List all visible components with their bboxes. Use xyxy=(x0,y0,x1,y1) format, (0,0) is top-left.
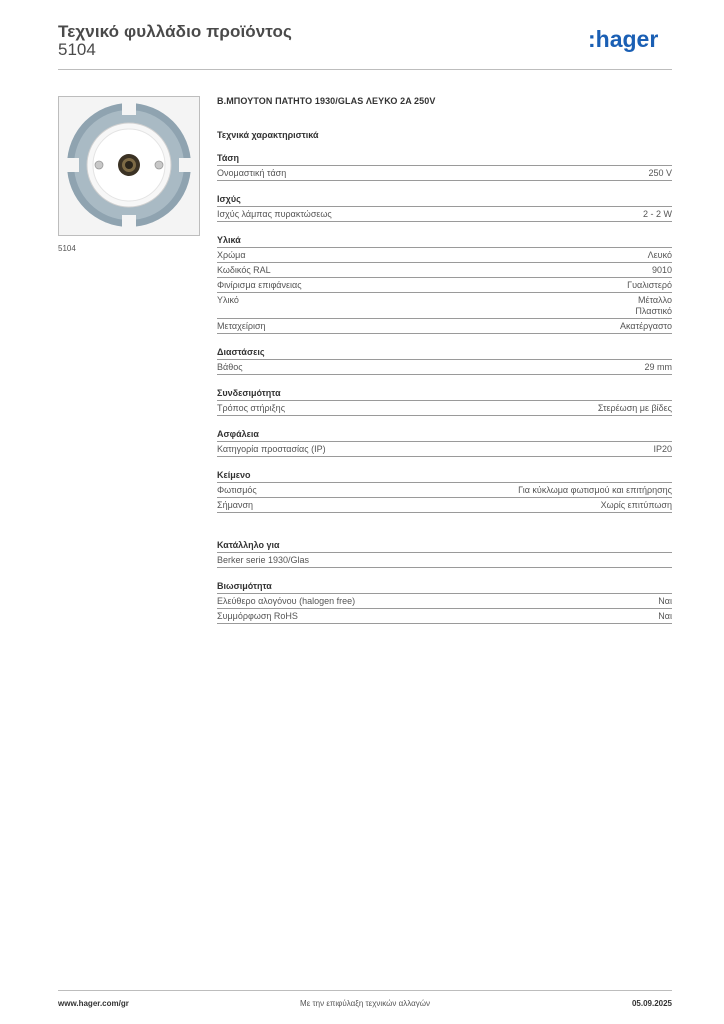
spec-value: Λευκό xyxy=(648,250,672,261)
spec-label: Κωδικός RAL xyxy=(217,265,271,275)
group-title: Συνδεσιμότητα xyxy=(217,388,672,401)
section-title: Τεχνικά χαρακτηριστικά xyxy=(217,130,319,140)
spec-row: Κατηγορία προστασίας (IP) IP20 xyxy=(217,442,672,457)
spec-label: Ελεύθερο αλογόνου (halogen free) xyxy=(217,596,356,606)
group-title: Διαστάσεις xyxy=(217,347,672,360)
spec-value: 250 V xyxy=(648,168,672,179)
spec-value: Χωρίς επιτύπωση xyxy=(601,500,672,511)
spec-value-line: Ακατέργαστο xyxy=(620,321,672,331)
suitable-group: Κατάλληλο για Berker serie 1930/Glas xyxy=(217,540,672,568)
spec-value-line: 2 - 2 W xyxy=(642,209,672,219)
group-title: Ασφάλεια xyxy=(217,429,672,442)
spec-label: Ισχύς λάμπας πυρακτώσεως xyxy=(217,209,332,219)
spec-label: Συμμόρφωση RoHS xyxy=(217,611,298,621)
spec-value: IP20 xyxy=(653,444,672,455)
spec-label: Berker serie 1930/Glas xyxy=(217,555,310,565)
footer-date: 05.09.2025 xyxy=(631,999,672,1008)
spec-value-line: 9010 xyxy=(651,265,672,275)
spec-value-line: Λευκό xyxy=(647,250,672,260)
spec-label: Ονομαστική τάση xyxy=(217,168,287,178)
spec-label: Χρώμα xyxy=(217,250,246,260)
spec-value: Ακατέργαστο xyxy=(620,321,672,332)
spec-content: Β.ΜΠΟΥΤΟΝ ΠΑΤΗΤΟ 1930/GLAS ΛΕΥΚΟ 2A 250V… xyxy=(217,96,672,624)
spec-label: Φινίρισμα επιφάνειας xyxy=(217,280,302,290)
page-footer: www.hager.com/gr Με την επιφύλαξη τεχνικ… xyxy=(58,990,672,1008)
spec-value-line: Γυαλιστερό xyxy=(627,280,672,290)
spec-row: Φινίρισμα επιφάνειας Γυαλιστερό xyxy=(217,278,672,293)
spec-label: Τρόπος στήριξης xyxy=(217,403,286,413)
spec-value: 2 - 2 W xyxy=(643,209,672,220)
spec-row: Φωτισμός Για κύκλωμα φωτισμού και επιτήρη… xyxy=(217,483,672,498)
footer-disclaimer: Με την επιφύλαξη τεχνικών αλλαγών xyxy=(300,999,430,1008)
push-button-illustration xyxy=(59,97,199,235)
spec-label: Σήμανση xyxy=(217,500,254,510)
spec-row: Βάθος 29 mm xyxy=(217,360,672,375)
spec-value-line: 250 V xyxy=(648,168,672,178)
page-header: Τεχνικό φυλλάδιο προϊόντος 5104 :hager xyxy=(58,20,672,70)
spec-label: Υλικό xyxy=(217,295,239,305)
group-title: Ισχύς xyxy=(217,194,672,207)
footer-website: www.hager.com/gr xyxy=(58,999,129,1008)
spec-value: Στερέωση με βίδες xyxy=(598,403,672,414)
document-title: Τεχνικό φυλλάδιο προϊόντος xyxy=(58,22,292,41)
spec-row: Ισχύς λάμπας πυρακτώσεως 2 - 2 W xyxy=(217,207,672,222)
spec-value: Ναι xyxy=(658,596,672,607)
spec-value: Γυαλιστερό xyxy=(627,280,672,291)
sustainability-group: Βιωσιμότητα Ελεύθερο αλογόνου (halogen f… xyxy=(217,581,672,624)
group-title: Υλικά xyxy=(217,235,672,248)
group-title: Βιωσιμότητα xyxy=(217,581,672,594)
document-code: 5104 xyxy=(58,40,96,59)
group-title: Τάση xyxy=(217,153,672,166)
spec-row: Berker serie 1930/Glas xyxy=(217,553,672,568)
spec-row: Ονομαστική τάση 250 V xyxy=(217,166,672,181)
spec-label: Κατηγορία προστασίας (IP) xyxy=(217,444,326,454)
spec-row: Συμμόρφωση RoHS Ναι xyxy=(217,609,672,624)
spec-row: Κωδικός RAL 9010 xyxy=(217,263,672,278)
spec-value-line: Χωρίς επιτύπωση xyxy=(600,500,672,510)
spec-row: Ελεύθερο αλογόνου (halogen free) Ναι xyxy=(217,594,672,609)
spec-value: Για κύκλωμα φωτισμού και επιτήρησης xyxy=(518,485,672,496)
spec-value-line: IP20 xyxy=(653,444,672,454)
spec-label: Μεταχείριση xyxy=(217,321,266,331)
product-name: Β.ΜΠΟΥΤΟΝ ΠΑΤΗΤΟ 1930/GLAS ΛΕΥΚΟ 2A 250V xyxy=(217,96,436,106)
spec-value: 9010 xyxy=(652,265,672,276)
spec-value-line: Πλαστικό xyxy=(635,306,672,316)
spec-value: Ναι xyxy=(658,611,672,622)
spec-value-line: Στερέωση με βίδες xyxy=(597,403,672,413)
spec-label: Φωτισμός xyxy=(217,485,257,495)
spec-value-line: Για κύκλωμα φωτισμού και επιτήρησης xyxy=(518,485,672,495)
spec-value: 29 mm xyxy=(644,362,672,373)
logo-text: :hager xyxy=(588,26,658,52)
spec-value-line: Μέταλλο xyxy=(637,295,672,305)
product-image xyxy=(58,96,200,236)
spec-row: Μεταχείριση Ακατέργαστο xyxy=(217,319,672,334)
group-title: Κείμενο xyxy=(217,470,672,483)
spec-row: Τρόπος στήριξης Στερέωση με βίδες xyxy=(217,401,672,416)
spec-row: Χρώμα Λευκό xyxy=(217,248,672,263)
spec-value-line: Ναι xyxy=(658,611,672,621)
group-title: Κατάλληλο για xyxy=(217,540,672,553)
spec-value-line: Ναι xyxy=(658,596,672,606)
spec-row: Σήμανση Χωρίς επιτύπωση xyxy=(217,498,672,513)
spec-value-line: 29 mm xyxy=(644,362,672,372)
image-caption: 5104 xyxy=(58,244,76,253)
hager-logo: :hager xyxy=(588,26,658,52)
spec-label: Βάθος xyxy=(217,362,243,372)
